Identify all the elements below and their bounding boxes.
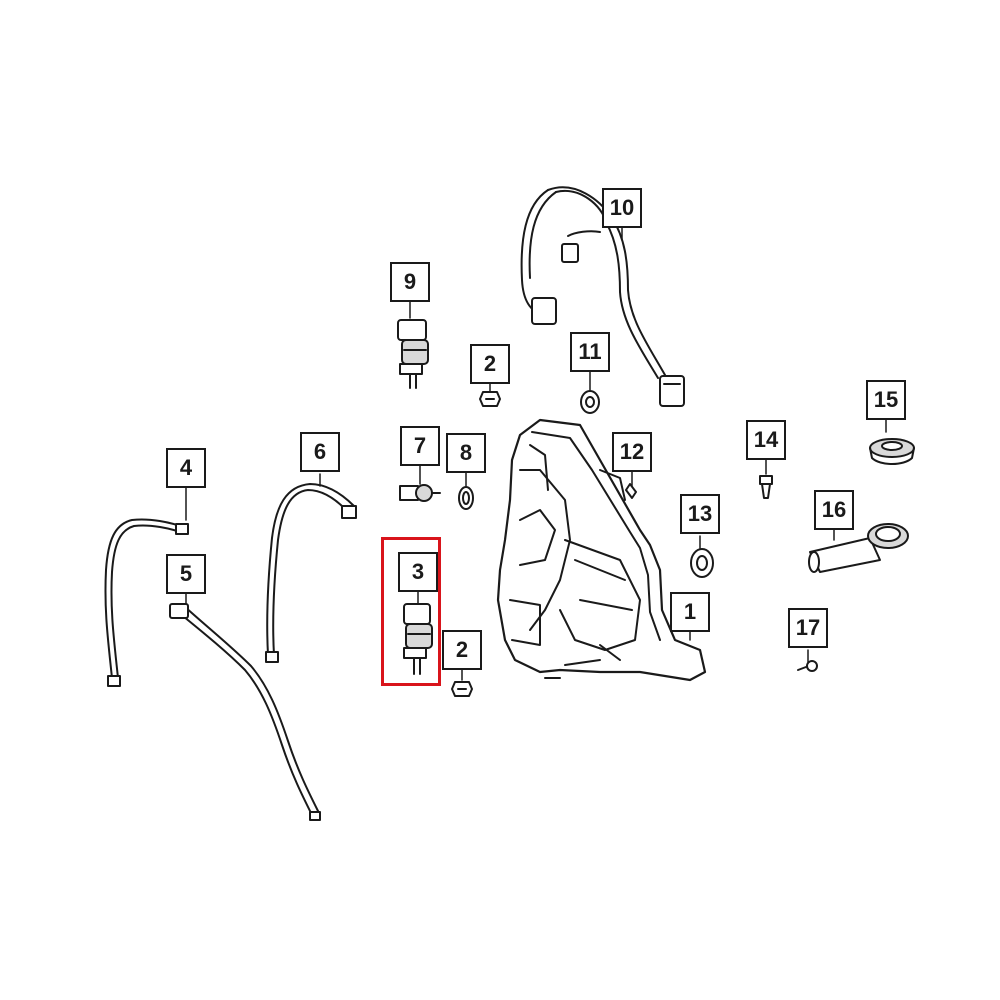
clip-part-12 xyxy=(625,483,637,499)
callout-13[interactable]: 13 xyxy=(680,494,720,534)
screw-part-17 xyxy=(797,660,818,672)
callout-5[interactable]: 5 xyxy=(166,554,206,594)
washer-hose-part-5 xyxy=(169,603,321,821)
callout-label: 16 xyxy=(821,497,847,522)
washer-hose-part-4 xyxy=(104,518,189,687)
callout-label: 2 xyxy=(483,351,497,376)
callout-10[interactable]: 10 xyxy=(602,188,642,228)
callout-label: 11 xyxy=(578,339,602,364)
callout-17[interactable]: 17 xyxy=(788,608,828,648)
callout-label: 5 xyxy=(179,561,193,586)
callout-label: 2 xyxy=(455,637,469,662)
callout-1[interactable]: 1 xyxy=(670,592,710,632)
grommet-part-11 xyxy=(580,390,600,414)
callout-label: 14 xyxy=(753,427,779,452)
callout-9[interactable]: 9 xyxy=(390,262,430,302)
callout-7[interactable]: 7 xyxy=(400,426,440,466)
washer-reservoir-part-1 xyxy=(496,418,707,682)
callout-3[interactable]: 3 xyxy=(398,552,438,592)
callout-label: 13 xyxy=(687,501,713,526)
callout-label: 3 xyxy=(411,559,425,584)
callout-12[interactable]: 12 xyxy=(612,432,652,472)
leader-lines xyxy=(185,227,887,681)
screw-nut-part-lower xyxy=(451,681,473,697)
callout-6[interactable]: 6 xyxy=(300,432,340,472)
screw-nut-part-upper xyxy=(479,391,501,407)
callout-2-lower[interactable]: 2 xyxy=(442,630,482,670)
grommet-part-13 xyxy=(690,548,714,578)
filler-neck-part-16 xyxy=(808,523,909,573)
callout-label: 17 xyxy=(795,615,821,640)
callout-2-upper[interactable]: 2 xyxy=(470,344,510,384)
callout-8[interactable]: 8 xyxy=(446,433,486,473)
callout-label: 8 xyxy=(459,440,473,465)
callout-11[interactable]: 11 xyxy=(570,332,610,372)
callout-15[interactable]: 15 xyxy=(866,380,906,420)
callout-label: 15 xyxy=(873,387,899,412)
level-sensor-part-7 xyxy=(399,484,441,502)
callout-label: 12 xyxy=(619,439,645,464)
washer-pump-part-9 xyxy=(397,319,429,389)
filler-cap-part-15 xyxy=(869,438,915,465)
callout-label: 7 xyxy=(413,433,427,458)
callout-4[interactable]: 4 xyxy=(166,448,206,488)
callout-label: 10 xyxy=(609,195,635,220)
wiring-harness-part xyxy=(520,186,685,407)
callout-label: 6 xyxy=(313,439,327,464)
callout-label: 9 xyxy=(403,269,417,294)
callout-14[interactable]: 14 xyxy=(746,420,786,460)
washer-hose-part-6 xyxy=(265,483,357,663)
callout-16[interactable]: 16 xyxy=(814,490,854,530)
grommet-part-8 xyxy=(458,486,474,510)
callout-label: 4 xyxy=(179,455,193,480)
push-pin-part-14 xyxy=(759,475,773,499)
washer-pump-part-3 xyxy=(403,603,433,675)
callout-label: 1 xyxy=(683,599,697,624)
